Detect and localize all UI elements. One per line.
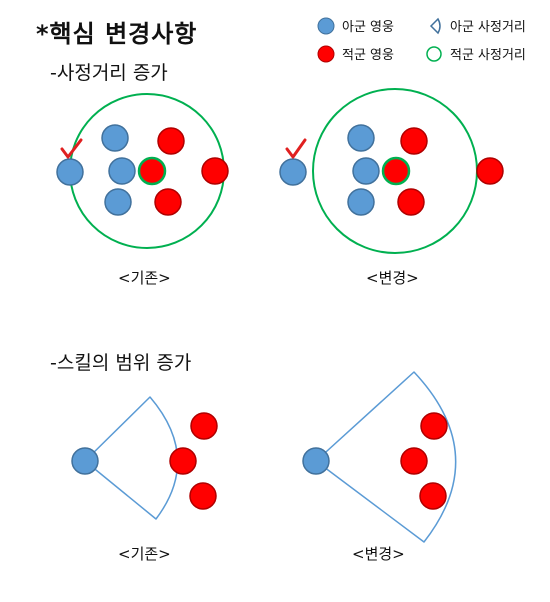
range-increase-heading: -사정거리 증가 (50, 62, 168, 84)
enemy-hero (201, 157, 229, 185)
enemy-hero (420, 412, 448, 440)
enemy-hero-center (381, 156, 411, 186)
caption-range-before: <기존> (118, 269, 171, 287)
ally-hero (71, 447, 99, 475)
enemy-hero (400, 447, 428, 475)
skill-area-increase-heading: -스킬의 범위 증가 (50, 352, 192, 374)
enemy-hero (397, 188, 425, 216)
ally-hero (347, 124, 375, 152)
ally-hero (352, 157, 380, 185)
area-after-panel (302, 371, 457, 543)
range-before-panel (56, 93, 229, 249)
check-icon (285, 138, 307, 159)
page-title: *핵심 변경사항 (36, 20, 198, 48)
ally-hero (347, 188, 375, 216)
ally-hero (279, 158, 307, 186)
legend-item-ally-range: 아군 사정거리 (425, 16, 526, 35)
ally-hero (101, 124, 129, 152)
red-circle-icon (317, 45, 335, 62)
caption-range-after: <변경> (366, 269, 419, 287)
enemy-hero (400, 127, 428, 155)
blue-circle-icon (317, 17, 335, 34)
legend-label-enemy-hero: 적군 영웅 (342, 48, 394, 63)
enemy-hero (169, 447, 197, 475)
check-icon (60, 138, 83, 159)
legend-item-enemy-range: 적군 사정거리 (425, 44, 526, 63)
legend-item-enemy-hero: 적군 영웅 (317, 44, 394, 63)
ally-hero (108, 157, 136, 185)
ally-hero (302, 447, 330, 475)
legend-label-enemy-range: 적군 사정거리 (450, 48, 526, 63)
green-ring-icon (426, 45, 442, 62)
ally-hero (104, 188, 132, 216)
enemy-hero (189, 482, 217, 510)
enemy-hero-center (137, 156, 167, 186)
range-after-panel (279, 88, 504, 254)
enemy-hero (190, 412, 218, 440)
ally-skill-area (84, 396, 179, 520)
legend-item-ally-hero: 아군 영웅 (317, 16, 394, 35)
legend-label-ally-range: 아군 사정거리 (450, 20, 526, 35)
ally-hero (56, 158, 84, 186)
caption-area-after: <변경> (352, 545, 405, 563)
enemy-hero (476, 157, 504, 185)
enemy-hero (419, 482, 447, 510)
area-before-panel (71, 396, 218, 520)
blue-fan-icon (429, 17, 441, 34)
enemy-hero (157, 127, 185, 155)
legend-label-ally-hero: 아군 영웅 (342, 20, 394, 35)
legend: 아군 영웅 적군 영웅 아군 사정거리 적군 사정거리 (317, 16, 545, 68)
ally-skill-area (315, 371, 457, 543)
caption-area-before: <기존> (118, 545, 171, 563)
enemy-hero (154, 188, 182, 216)
